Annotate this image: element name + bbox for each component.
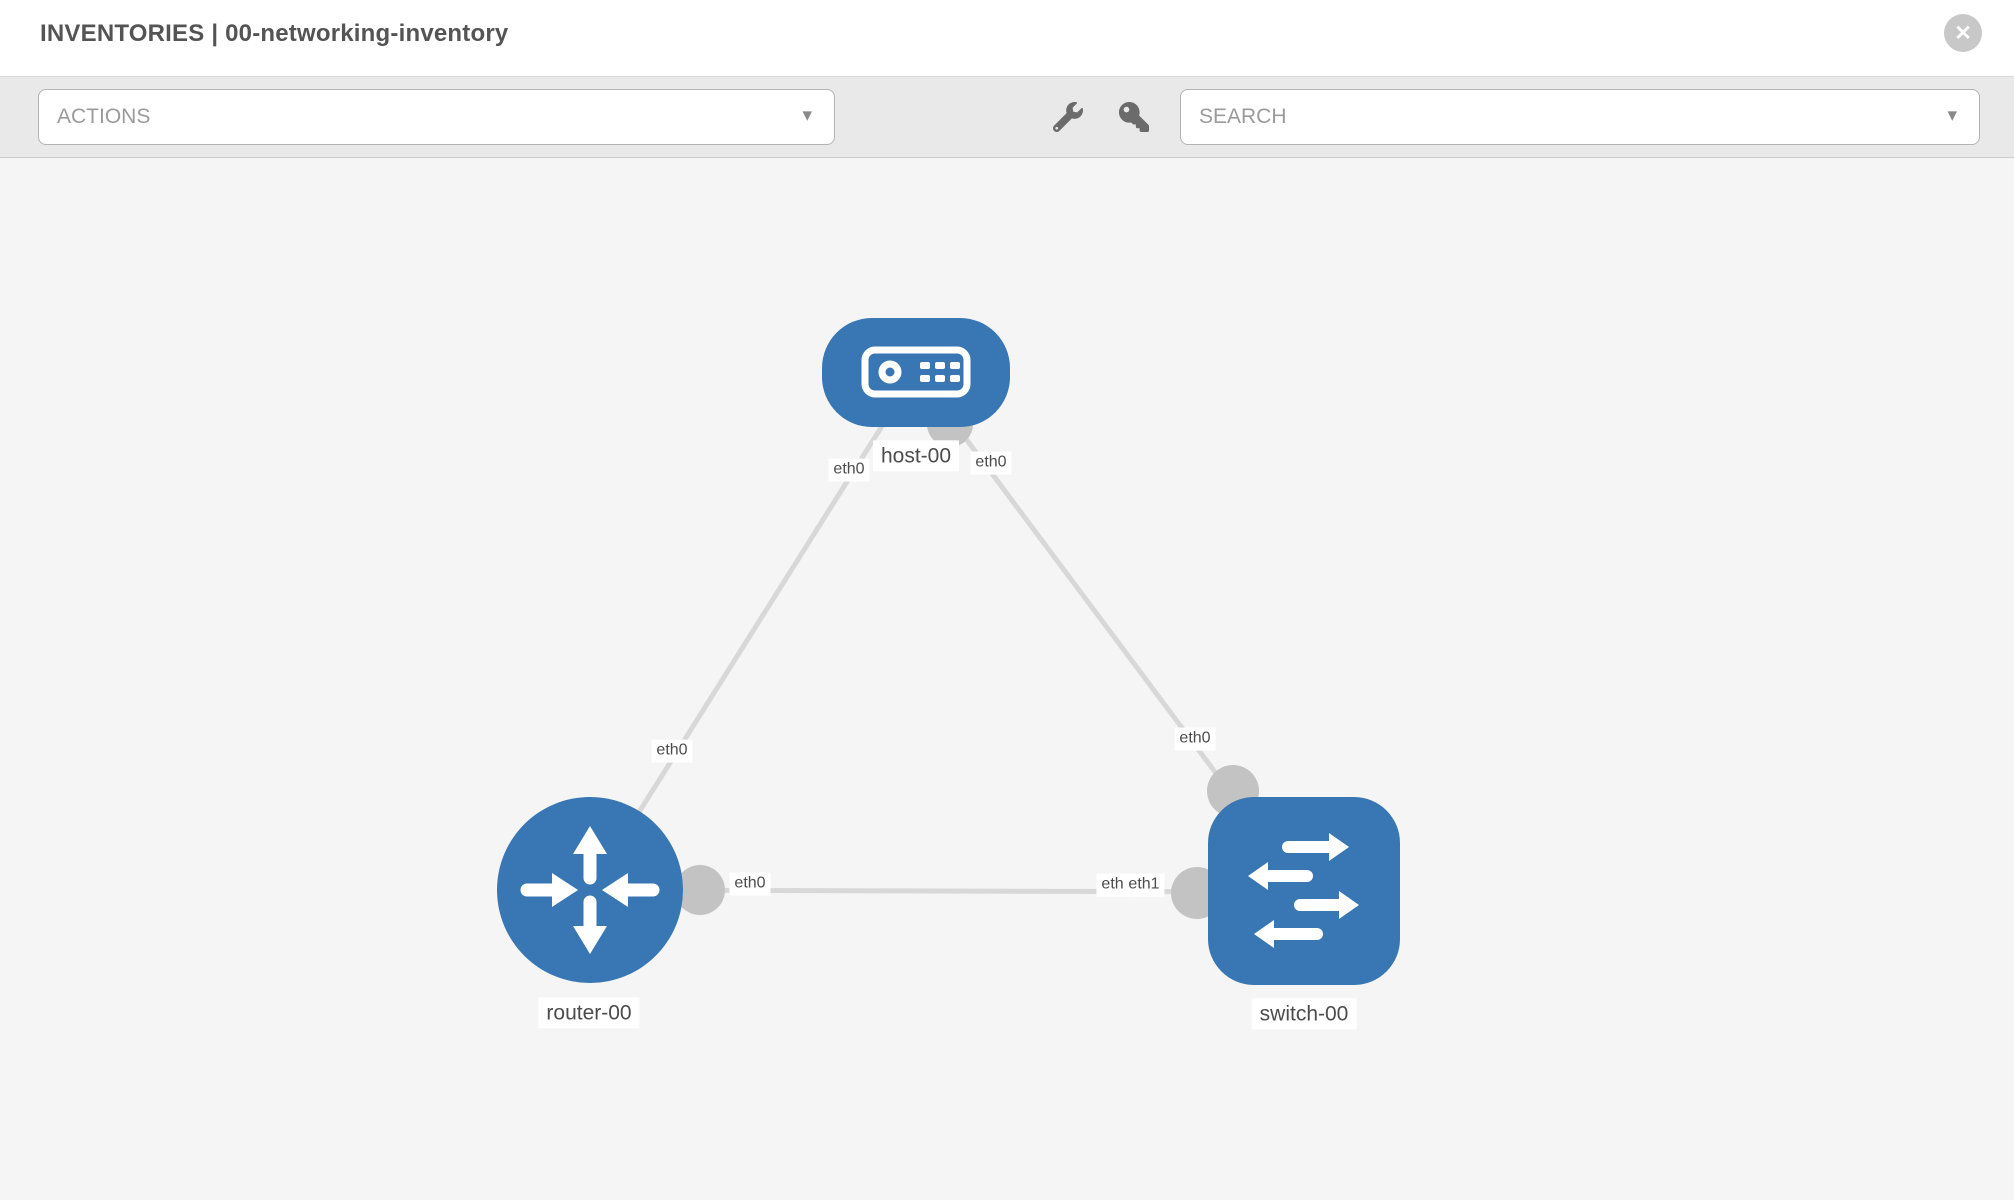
caret-down-icon: ▾	[802, 105, 812, 126]
interface-label: eth0	[970, 451, 1012, 475]
interface-label: eth0	[651, 739, 693, 763]
node-host-00[interactable]	[822, 318, 1010, 427]
router-icon	[520, 826, 660, 954]
interface-label: eth0	[729, 872, 771, 896]
node-router-00[interactable]	[497, 797, 683, 983]
link-host-router	[587, 370, 919, 892]
interface-label: eth0	[828, 458, 870, 482]
host-icon	[861, 346, 971, 398]
toolbar: ACTIONS ▾ SEARCH ▾	[0, 77, 2014, 158]
key-icon[interactable]	[1119, 102, 1151, 134]
interface-label: eth0	[1174, 727, 1216, 751]
search-dropdown[interactable]: SEARCH ▾	[1180, 89, 1980, 145]
node-label-host: host-00	[872, 440, 960, 472]
page-title: INVENTORIES | 00-networking-inventory	[40, 20, 509, 47]
close-icon[interactable]: ✕	[1944, 14, 1982, 52]
interface-label: eth1	[1123, 873, 1165, 897]
header-bar: INVENTORIES | 00-networking-inventory ✕	[0, 0, 2014, 77]
caret-down-icon: ▾	[1947, 105, 1957, 126]
node-label-router: router-00	[538, 997, 640, 1029]
wrench-icon[interactable]	[1052, 102, 1085, 134]
switch-icon	[1248, 833, 1359, 948]
port-router-eth0	[675, 865, 725, 915]
node-label-switch: switch-00	[1251, 998, 1357, 1030]
topology-canvas[interactable]: eth0 host-00 eth0 eth0 eth0 eth0 eth0 et…	[0, 158, 2014, 1200]
search-placeholder: SEARCH	[1199, 105, 1287, 128]
close-glyph: ✕	[1954, 21, 1972, 45]
actions-dropdown[interactable]: ACTIONS ▾	[38, 89, 835, 145]
node-switch-00[interactable]	[1208, 797, 1400, 985]
actions-dropdown-label: ACTIONS	[57, 105, 151, 128]
